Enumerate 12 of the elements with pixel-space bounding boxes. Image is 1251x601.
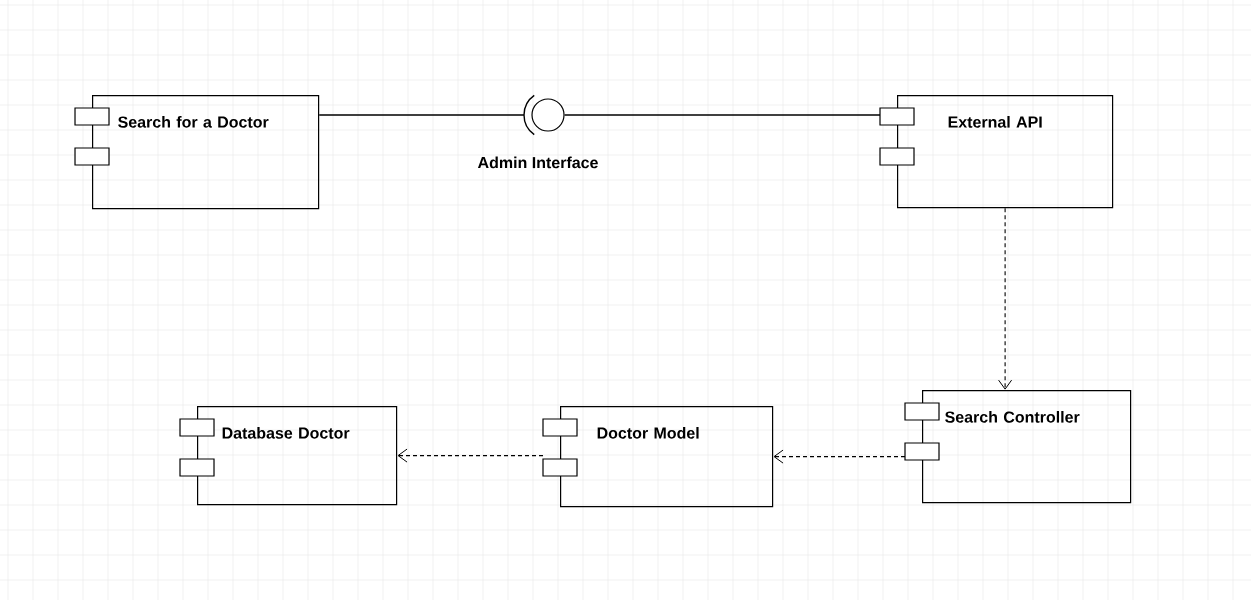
interface-label: Admin Interface bbox=[477, 156, 598, 169]
component-box: Search Controller bbox=[904, 390, 1132, 504]
connector bbox=[397, 448, 544, 463]
connector bbox=[773, 449, 906, 464]
component-box: External API bbox=[879, 95, 1114, 209]
connector bbox=[318, 94, 535, 136]
interface-circle bbox=[531, 98, 565, 132]
connector bbox=[998, 207, 1013, 390]
component-box: Doctor Model bbox=[542, 406, 774, 508]
component-box: Database Doctor bbox=[179, 406, 398, 506]
connector bbox=[563, 114, 881, 116]
component-box: Search for a Doctor bbox=[74, 95, 320, 210]
